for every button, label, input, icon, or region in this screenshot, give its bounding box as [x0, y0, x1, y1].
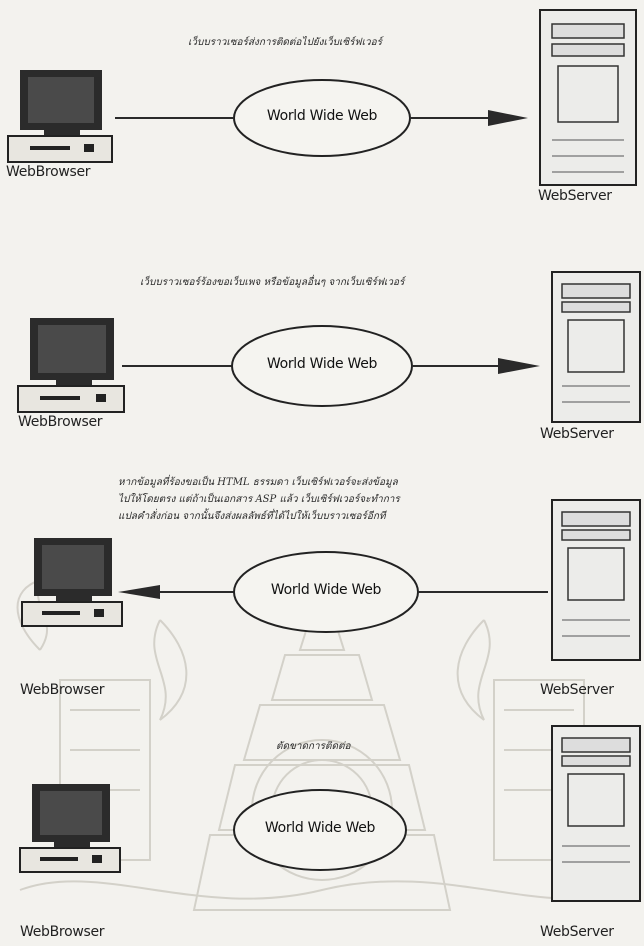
- arrow-right-icon: [488, 110, 528, 126]
- flow-step-3: หากข้อมูลที่ร้องขอเป็น HTML ธรรมดา เว็บเ…: [0, 470, 644, 710]
- step-caption: เว็บบราวเซอร์ส่งการติดต่อไปยังเว็บเซิร์ฟ…: [188, 34, 382, 51]
- step-graphic: [7, 9, 637, 186]
- caption-line: เว็บบราวเซอร์ร้องขอเว็บเพจ หรือข้อมูลอื่…: [140, 277, 405, 288]
- step-caption: ตัดขาดการติดต่อ: [276, 738, 350, 755]
- www-label: World Wide Web: [264, 820, 376, 836]
- computer-icon: [7, 70, 113, 163]
- server-icon: [551, 725, 641, 902]
- www-label: World Wide Web: [266, 356, 378, 372]
- www-label: World Wide Web: [266, 108, 378, 124]
- www-ellipse: [233, 789, 407, 871]
- computer-icon: [21, 538, 123, 627]
- server-icon: [551, 499, 641, 661]
- step-graphic: [17, 271, 641, 423]
- server-icon: [539, 9, 637, 186]
- caption-line: เว็บบราวเซอร์ส่งการติดต่อไปยังเว็บเซิร์ฟ…: [188, 37, 382, 48]
- client-label: WebBrowser: [18, 414, 103, 430]
- client-label: WebBrowser: [20, 682, 105, 698]
- caption-line: หากข้อมูลที่ร้องขอเป็น HTML ธรรมดา เว็บเ…: [118, 477, 398, 488]
- flow-step-2: เว็บบราวเซอร์ร้องขอเว็บเพจ หรือข้อมูลอื่…: [0, 232, 644, 462]
- computer-icon: [19, 784, 121, 873]
- step-graphic: [19, 725, 641, 902]
- caption-line: ตัดขาดการติดต่อ: [276, 741, 351, 752]
- server-icon: [551, 271, 641, 423]
- server-label: WebServer: [538, 188, 612, 204]
- caption-line: แปลคำสั่งก่อน จากนั้นจึงส่งผลลัพธ์ที่ได้…: [118, 511, 386, 522]
- arrow-right-icon: [498, 358, 540, 374]
- flow-step-4: ตัดขาดการติดต่อ World Wide Web Web: [0, 706, 644, 946]
- step-caption: เว็บบราวเซอร์ร้องขอเว็บเพจ หรือข้อมูลอื่…: [140, 274, 404, 291]
- client-label: WebBrowser: [20, 924, 105, 940]
- step-graphic: [21, 499, 641, 661]
- server-label: WebServer: [540, 682, 614, 698]
- server-label: WebServer: [540, 924, 614, 940]
- client-label: WebBrowser: [6, 164, 91, 180]
- server-label: WebServer: [540, 426, 614, 442]
- computer-icon: [17, 318, 125, 413]
- step-caption: หากข้อมูลที่ร้องขอเป็น HTML ธรรมดา เว็บเ…: [118, 474, 400, 525]
- flow-step-1: เว็บบราวเซอร์ส่งการติดต่อไปยังเว็บเซิร์ฟ…: [0, 0, 644, 230]
- www-label: World Wide Web: [270, 582, 382, 598]
- caption-line: ไปให้โดยตรง แต่ถ้าเป็นเอกสาร ASP แล้ว เว…: [118, 494, 400, 505]
- arrow-left-icon: [118, 585, 160, 599]
